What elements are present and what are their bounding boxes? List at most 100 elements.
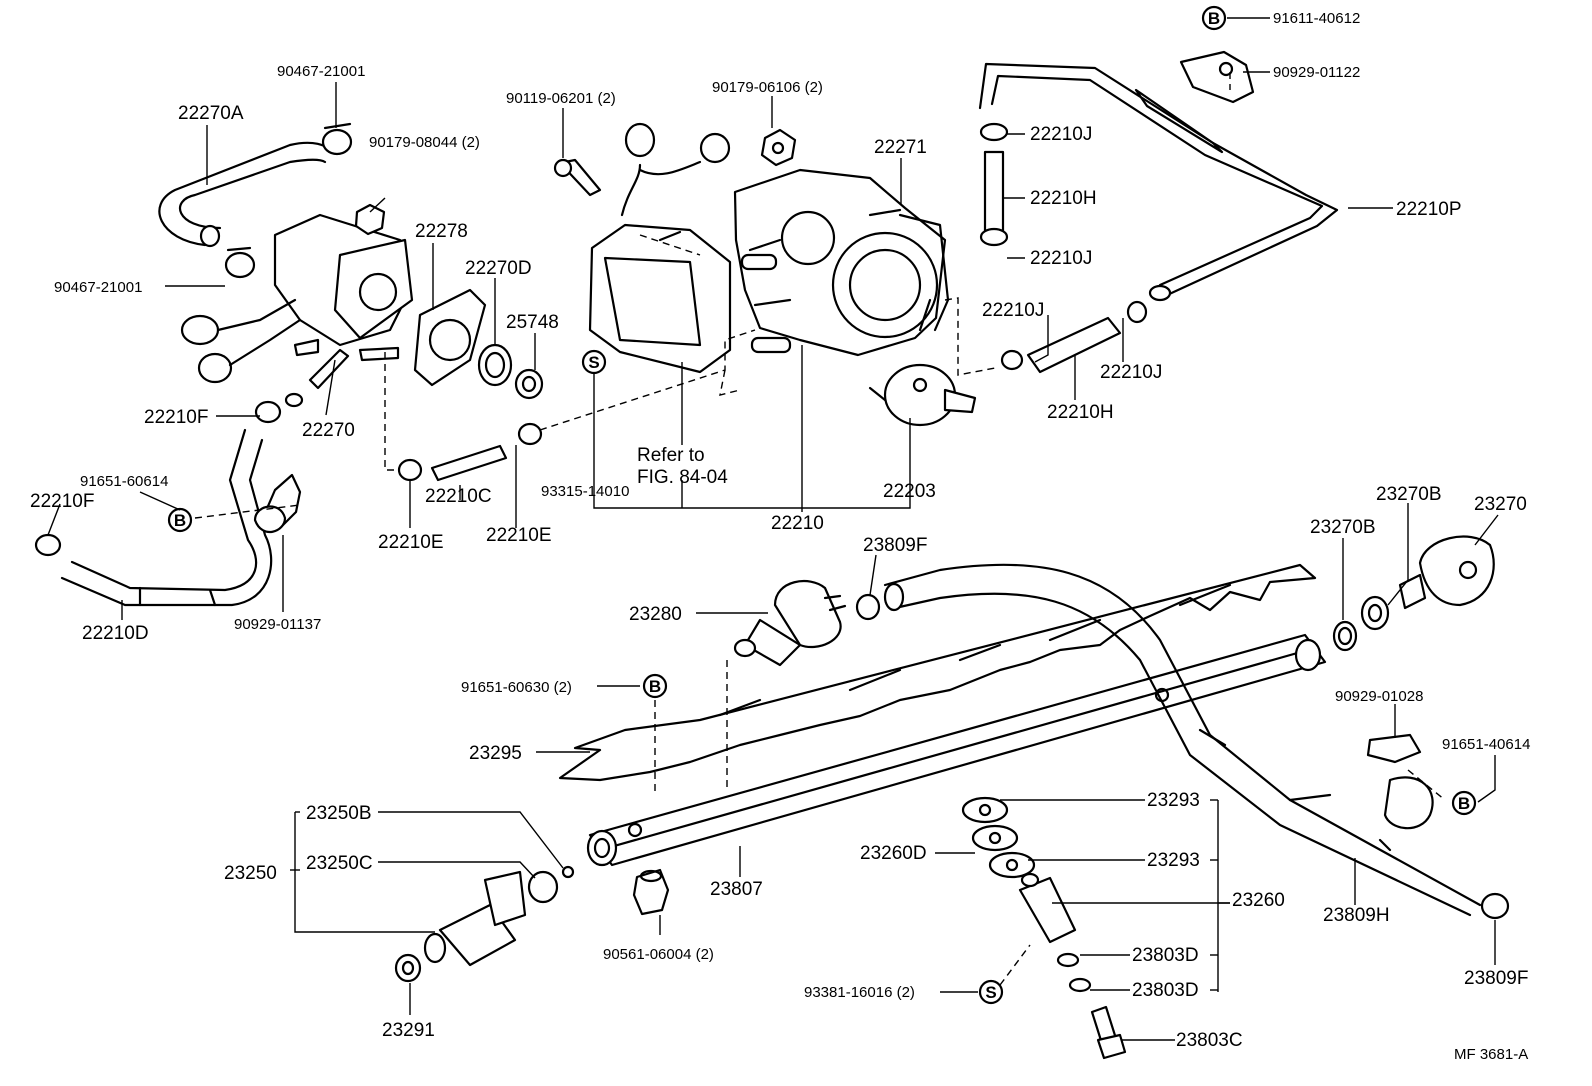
label-90929-01122: 90929-01122	[1273, 64, 1360, 81]
label-91651-60630: 91651-60630 (2)	[461, 679, 572, 696]
label-23250C: 23250C	[306, 853, 373, 874]
clamp-90929-01122	[1179, 50, 1255, 104]
washer-23803D-a	[1056, 952, 1080, 968]
clamp-90929-01137	[253, 473, 302, 533]
ref-symbol-s-top-text: S	[588, 353, 599, 372]
label-90561-06004: 90561-06004 (2)	[603, 946, 714, 963]
ref-symbol-b-right: B	[1451, 790, 1477, 816]
label-22278: 22278	[415, 221, 468, 242]
label-23293-2: 23293	[1147, 850, 1200, 871]
label-22210P: 22210P	[1396, 199, 1462, 220]
label-23270B-1: 23270B	[1376, 484, 1442, 505]
ref-symbol-b-left-text: B	[174, 511, 186, 530]
label-91651-40614: 91651-40614	[1442, 736, 1530, 753]
label-22210F-1: 22210F	[144, 407, 208, 428]
pressure-regulator-23280	[733, 579, 847, 667]
label-22210C: 22210C	[425, 486, 492, 507]
throttle-body-22210	[733, 168, 947, 357]
label-22210J-3: 22210J	[982, 300, 1044, 321]
ref-symbol-s-top: S	[581, 349, 607, 375]
label-22270: 22270	[302, 420, 355, 441]
label-23270B-2: 23270B	[1310, 517, 1376, 538]
label-refer-line1: Refer to	[637, 445, 705, 466]
label-refer-line2: FIG. 84-04	[637, 467, 728, 488]
union-bolt-23803C	[1090, 1005, 1127, 1060]
o-ring-22270D	[477, 343, 513, 387]
label-23280: 23280	[629, 604, 682, 625]
label-23293-1: 23293	[1147, 790, 1200, 811]
label-90467-21001-left: 90467-21001	[54, 279, 142, 296]
ref-symbol-b-rail: B	[642, 673, 668, 699]
leader-lines	[47, 17, 1499, 1041]
label-23807: 23807	[710, 879, 763, 900]
gasket-22271	[898, 213, 950, 332]
label-23803D-1: 23803D	[1132, 945, 1199, 966]
label-22210J-1: 22210J	[1030, 124, 1092, 145]
label-22210J-4: 22210J	[1100, 362, 1162, 383]
hose-22210D	[34, 400, 282, 607]
label-23260: 23260	[1232, 890, 1285, 911]
clamp-90929-01028	[1366, 733, 1434, 830]
label-23250: 23250	[224, 863, 277, 884]
label-90119-06201: 90119-06201 (2)	[506, 90, 616, 107]
label-22270D: 22270D	[465, 258, 532, 279]
clamp-90467-left	[224, 246, 256, 279]
label-22210H-1: 22210H	[1030, 188, 1097, 209]
label-23250B: 23250B	[306, 803, 372, 824]
ref-symbol-s-bottom-text: S	[985, 983, 996, 1002]
fuel-hose-23809H	[883, 563, 1482, 917]
gasket-23293-b	[988, 851, 1036, 879]
ref-symbol-s-bottom: S	[978, 979, 1004, 1005]
clamp-23809F-top	[855, 593, 881, 621]
label-23270: 23270	[1474, 494, 1527, 515]
screw-90119-06201	[553, 158, 602, 197]
label-22210E-2: 22210E	[486, 525, 552, 546]
clamp-90467-top	[321, 122, 353, 156]
air-valve-22270	[180, 213, 414, 408]
label-90179-08044: 90179-08044 (2)	[369, 134, 480, 151]
label-90929-01137: 90929-01137	[234, 616, 321, 633]
label-23809H: 23809H	[1323, 905, 1390, 926]
label-22210E-1: 22210E	[378, 532, 444, 553]
vacuum-pipe-22210P	[978, 62, 1339, 302]
delivery-pipe-23807	[586, 633, 1327, 867]
label-25748: 25748	[506, 312, 559, 333]
gasket-23270B-b	[1360, 595, 1390, 631]
label-23291: 23291	[382, 1020, 435, 1041]
hose-22210H-bottom	[1000, 300, 1148, 374]
ref-symbol-b-top: B	[1201, 5, 1227, 31]
pulsation-damper-23270	[1398, 535, 1495, 610]
label-22210H-2: 22210H	[1047, 402, 1114, 423]
label-23260D: 23260D	[860, 843, 927, 864]
nut-90179-08044	[354, 203, 386, 236]
label-22270A: 22270A	[178, 103, 244, 124]
shield-23295	[558, 563, 1317, 782]
label-22210: 22210	[771, 513, 824, 534]
ref-symbol-b-top-text: B	[1208, 9, 1220, 28]
fitting-25748	[514, 368, 544, 400]
label-22210D: 22210D	[82, 623, 149, 644]
label-22203: 22203	[883, 481, 936, 502]
throttle-position-sensor	[588, 122, 732, 374]
washer-23803D-b	[1068, 977, 1092, 993]
ref-symbol-b-rail-text: B	[649, 677, 661, 696]
label-90929-01028: 90929-01028	[1335, 688, 1423, 705]
gasket-23293-a	[961, 796, 1009, 824]
o-ring-23250B	[561, 865, 575, 879]
label-23803D-2: 23803D	[1132, 980, 1199, 1001]
gasket-22278	[413, 288, 487, 387]
injector-23250	[423, 870, 527, 967]
label-93381-16016: 93381-16016 (2)	[804, 984, 915, 1001]
gasket-23270B-a	[1332, 620, 1358, 652]
label-22210J-2: 22210J	[1030, 248, 1092, 269]
label-91651-60614: 91651-60614	[80, 473, 168, 490]
label-22210F-2: 22210F	[30, 491, 94, 512]
ref-symbol-b-left: B	[167, 507, 193, 533]
gasket-23260D	[971, 824, 1019, 852]
footer-code: MF 3681-A	[1454, 1046, 1528, 1063]
label-23295: 23295	[469, 743, 522, 764]
ref-symbol-b-right-text: B	[1458, 794, 1470, 813]
label-91611-40612: 91611-40612	[1273, 10, 1360, 27]
